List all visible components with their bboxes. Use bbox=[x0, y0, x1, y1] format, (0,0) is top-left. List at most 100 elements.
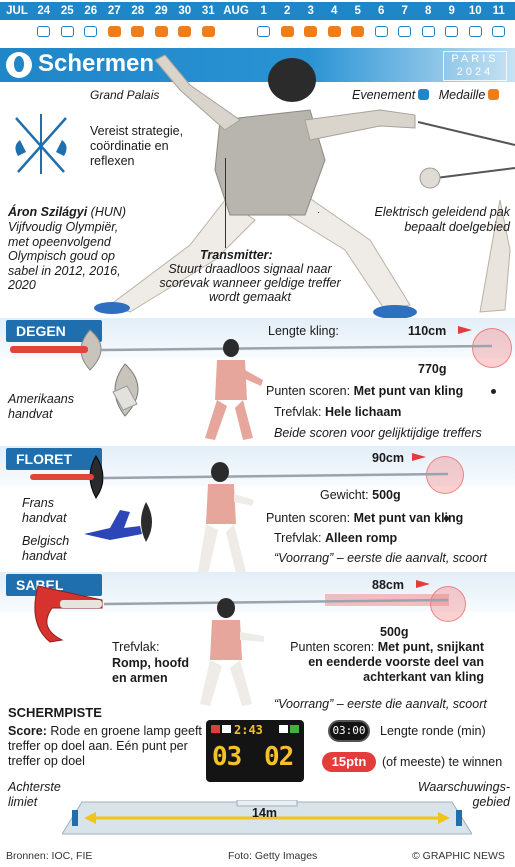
degen-weapon bbox=[10, 329, 493, 371]
sabel-scoring: Punten scoren: Met punt, snijkant en een… bbox=[274, 640, 484, 685]
degen-weight: 770g bbox=[418, 362, 447, 376]
fencer-blade bbox=[417, 121, 515, 146]
floret-target-label: Trefvlak: bbox=[274, 531, 322, 545]
title-bar: Schermen PARIS 2024 bbox=[0, 48, 515, 82]
floret-target-value: Alleen romp bbox=[324, 531, 398, 545]
sabel-note: “Voorrang” – eerste die aanvalt, scoort bbox=[274, 697, 487, 711]
legend-medal-label: Medaille bbox=[438, 88, 486, 102]
calendar-day-31: 31 bbox=[201, 5, 215, 17]
degen-length-flag bbox=[458, 326, 472, 334]
footer-photo-credit: Foto: Getty Images bbox=[228, 850, 318, 862]
calendar-day-10: 10 bbox=[468, 5, 482, 17]
calendar-day-8: 8 bbox=[425, 5, 432, 17]
event-day-marker-25 bbox=[60, 26, 74, 37]
sabel-length: 88cm bbox=[372, 578, 404, 592]
floret-length: 90cm bbox=[372, 451, 404, 465]
calendar-day-30: 30 bbox=[178, 5, 192, 17]
event-day-marker-7 bbox=[398, 26, 412, 37]
medal-day-marker-2 bbox=[280, 26, 294, 37]
transmitter-text: Stuurt draadloos signaal naar scorevak w… bbox=[159, 262, 341, 304]
floret-weight-label: Gewicht: bbox=[320, 488, 369, 502]
floret-fencer-figure bbox=[198, 462, 254, 574]
calendar-day-4: 4 bbox=[331, 5, 338, 17]
fencer-torso bbox=[214, 109, 326, 216]
degen-label: DEGEN bbox=[6, 320, 102, 342]
vest-annotation: Elektrisch geleidend pak bepaalt doelgeb… bbox=[374, 205, 511, 234]
transmitter-leader bbox=[225, 158, 226, 248]
legend-event-label: Evenement bbox=[352, 88, 416, 102]
vest-leader bbox=[318, 212, 319, 213]
degen-fencer-figure bbox=[205, 339, 263, 440]
degen-scoring-label: Punten scoren: bbox=[266, 384, 351, 398]
white-lamp-right bbox=[279, 725, 288, 733]
degen-target-label: Trefvlak: bbox=[274, 405, 322, 419]
warning-zone-label: Waarschuwings-gebied bbox=[417, 780, 510, 809]
sabel-weight: 500g bbox=[380, 625, 409, 639]
degen-scoring-dot bbox=[491, 389, 496, 394]
score-text: Rode en groene lamp geeft treffer op doe… bbox=[8, 724, 202, 768]
transmitter-title: Transmitter: bbox=[200, 248, 273, 262]
opponent-leg bbox=[479, 199, 511, 313]
badge-line-2: 2024 bbox=[456, 66, 494, 78]
calendar-month-jul: JUL bbox=[6, 5, 28, 17]
floret-scoring: Punten scoren: Met punt van kling bbox=[266, 511, 463, 525]
venue-text: Grand Palais bbox=[90, 88, 160, 102]
red-lamp bbox=[211, 725, 220, 733]
fencer-back-shoe bbox=[94, 302, 130, 314]
sabel-length-flag bbox=[416, 580, 430, 588]
score-left: 03 bbox=[212, 742, 242, 772]
round-clock: 03:00 bbox=[328, 720, 370, 742]
footer-sources: Bronnen: IOC, FIE bbox=[6, 850, 93, 862]
fencer-lunge-illustration bbox=[94, 54, 515, 319]
calendar-day-5: 5 bbox=[354, 5, 361, 17]
athlete-name: Áron Szilágyi bbox=[8, 205, 88, 219]
green-lamp bbox=[290, 725, 299, 733]
degen-note: Beide scoren voor gelijktijdige treffers bbox=[274, 426, 482, 440]
floret-length-flag bbox=[412, 453, 426, 461]
event-day-marker-26 bbox=[84, 26, 98, 37]
event-day-marker-11 bbox=[492, 26, 506, 37]
medal-day-marker-27 bbox=[107, 26, 121, 37]
degen-scoring: Punten scoren: Met punt van kling bbox=[266, 384, 463, 398]
medal-day-marker-30 bbox=[178, 26, 192, 37]
fencer-mask bbox=[268, 58, 316, 102]
opponent-glove bbox=[419, 167, 441, 189]
event-day-marker-6 bbox=[374, 26, 388, 37]
medal-day-marker-29 bbox=[154, 26, 168, 37]
calendar-day-1: 1 bbox=[260, 5, 267, 17]
event-day-marker-9 bbox=[445, 26, 459, 37]
degen-blade-label: Lengte kling: bbox=[268, 324, 339, 338]
scoreboard-clock: 2:43 bbox=[234, 723, 263, 737]
sabel-tip-highlight bbox=[430, 586, 466, 622]
event-day-marker-8 bbox=[421, 26, 435, 37]
sabel-fencer-figure bbox=[200, 598, 264, 706]
fencer-back-leg bbox=[108, 199, 256, 313]
degen-tip-highlight bbox=[472, 328, 512, 368]
piste-heading: SCHERMPISTE bbox=[8, 705, 102, 720]
floret-label: FLORET bbox=[6, 448, 102, 470]
floret-weight: Gewicht: 500g bbox=[320, 488, 401, 502]
floret-scoring-dot bbox=[444, 516, 449, 521]
medal-day-marker-31 bbox=[201, 26, 215, 37]
degen-scoring-value: Met punt van kling bbox=[353, 384, 464, 398]
olympic-flame-icon bbox=[6, 52, 32, 78]
round-length-label: Lengte ronde (min) bbox=[380, 724, 486, 738]
calendar-day-6: 6 bbox=[378, 5, 385, 17]
sabel-target-value: Romp, hoofd en armen bbox=[112, 656, 190, 685]
piste-length: 14m bbox=[252, 806, 278, 820]
athlete-country: (HUN) bbox=[90, 205, 127, 219]
fencer-front-shoe bbox=[373, 305, 417, 319]
belgian-handle-weapon bbox=[84, 502, 152, 542]
degen-length: 110cm bbox=[408, 324, 447, 338]
floret-scoring-value: Met punt van kling bbox=[353, 511, 464, 525]
score-label: Score: bbox=[8, 724, 47, 738]
fencing-pictogram-icon bbox=[15, 114, 67, 174]
floret-weight-value: 500g bbox=[372, 488, 401, 502]
floret-scoring-label: Punten scoren: bbox=[266, 511, 351, 525]
calendar-day-9: 9 bbox=[448, 5, 455, 17]
calendar-day-29: 29 bbox=[154, 5, 168, 17]
sabel-weapon bbox=[34, 585, 449, 643]
floret-weapon bbox=[30, 455, 449, 499]
